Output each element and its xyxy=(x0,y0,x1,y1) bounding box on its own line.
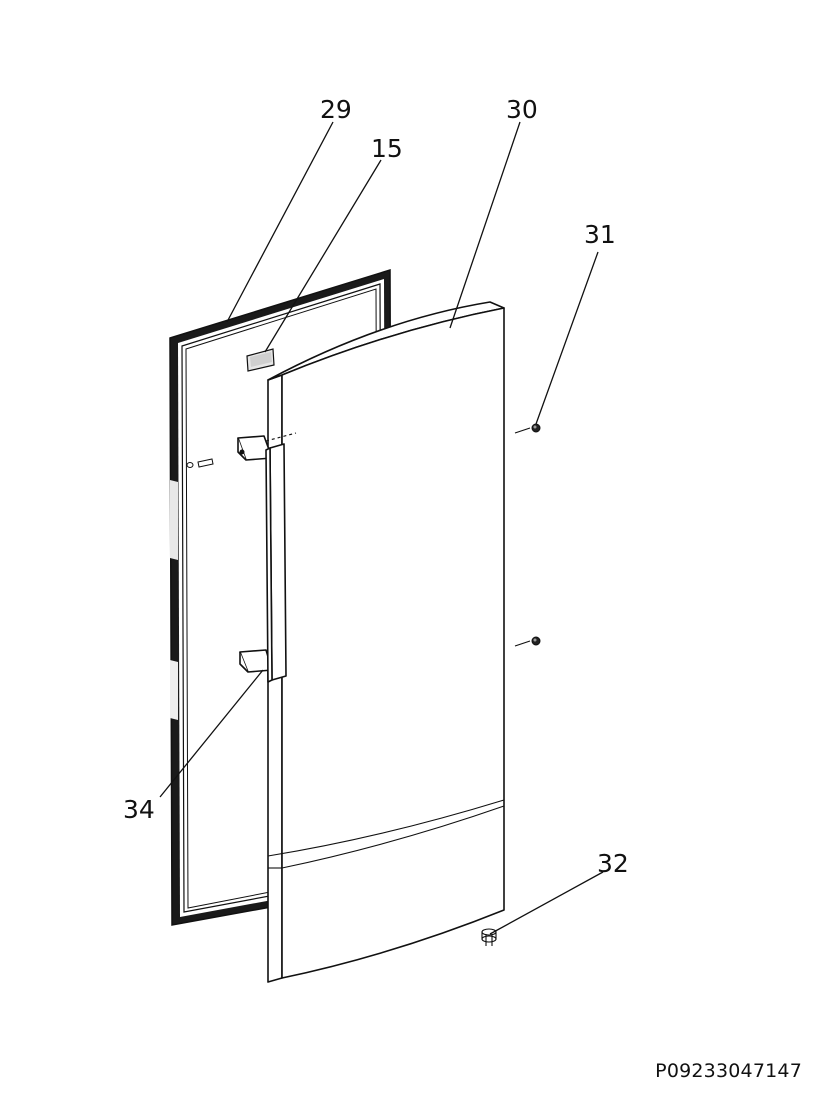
callout-30: 30 xyxy=(506,95,538,124)
callout-29: 29 xyxy=(320,95,352,124)
callout-15: 15 xyxy=(371,134,403,163)
callout-34: 34 xyxy=(123,795,155,824)
door-screw-lower xyxy=(531,636,541,646)
leader-lines xyxy=(159,121,604,935)
door-handle xyxy=(186,432,297,683)
hinge-bushing xyxy=(481,928,497,946)
handle-screw xyxy=(186,449,245,468)
callout-31: 31 xyxy=(584,220,616,249)
door-panel xyxy=(267,301,531,983)
document-code: P09233047147 xyxy=(655,1060,802,1082)
door-screw-upper xyxy=(531,423,541,433)
callout-32: 32 xyxy=(597,849,629,878)
name-plate xyxy=(246,348,275,372)
